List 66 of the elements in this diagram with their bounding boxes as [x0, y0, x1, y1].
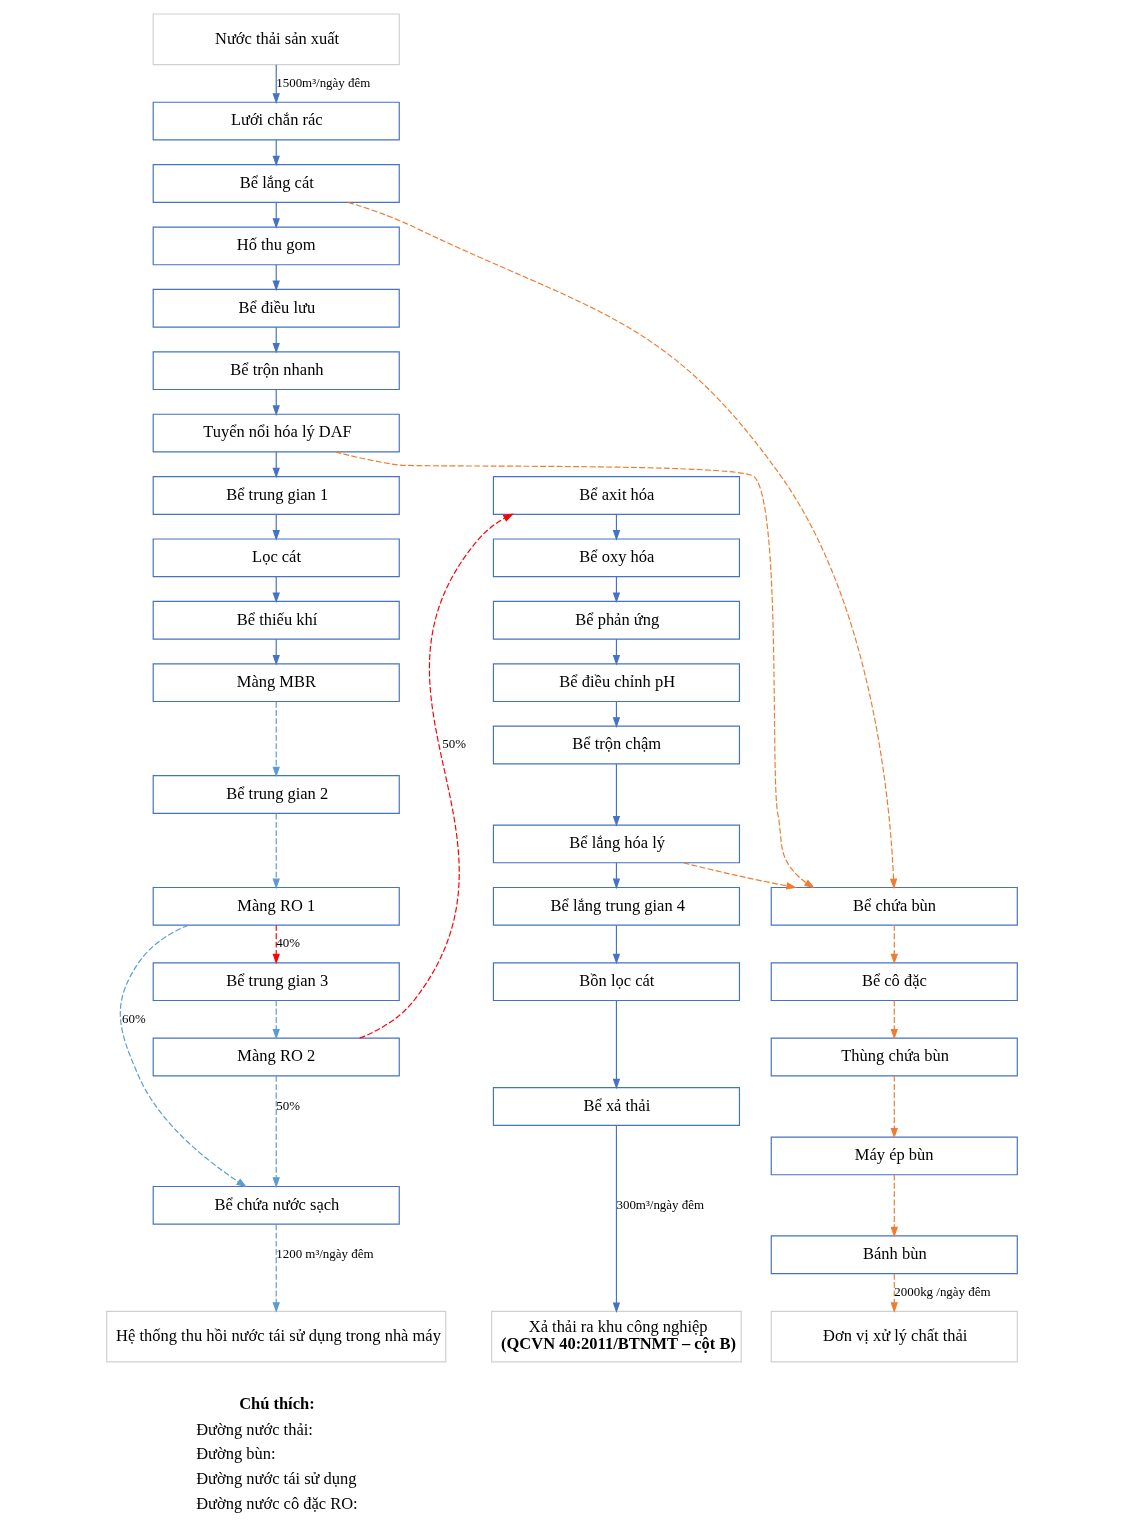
node-box: Màng RO 1 — [152, 886, 400, 926]
node-box: Hệ thống thu hồi nước tái sử dụng trong nhà máy — [106, 1310, 447, 1362]
node-box: Lọc cát — [152, 537, 400, 577]
node-box: Lưới chắn rác — [152, 101, 400, 141]
arrow — [272, 999, 280, 1040]
node-box: Tuyển nổi hóa lý DAF — [152, 413, 400, 452]
node-box: Bể xả thải — [492, 1086, 741, 1126]
node-box: Bể cô đặc — [770, 961, 1018, 1001]
node-box: Bể trung gian 1 — [152, 475, 400, 515]
label: Chú thích: — [239, 1393, 315, 1413]
arrow — [890, 999, 898, 1040]
node-box: Bể trộn nhanh — [152, 350, 400, 390]
edge-label: 60% — [122, 1010, 146, 1026]
arrow — [890, 1074, 898, 1139]
edge-label: 50% — [442, 735, 466, 751]
node-box: Bể thiếu khí — [152, 600, 400, 640]
node-box: Bể trộn chậm — [492, 725, 741, 764]
node-box: Thùng chứa bùn — [770, 1037, 1018, 1076]
legend-label: Đường nước thải: — [196, 1419, 313, 1439]
node-box: Bể điều chỉnh pH — [492, 662, 741, 702]
node-box: Xả thải ra khu công nghiệp (QCVN 40:2011/BTNMT – cột B) — [491, 1310, 742, 1362]
arrow — [612, 762, 621, 827]
node-box: Bể lắng hóa lý — [492, 824, 741, 863]
node-box: Bồn lọc cát — [492, 961, 741, 1001]
edge-label: 1200 m³/ngày đêm — [276, 1245, 374, 1261]
edge-label: 1500m³/ngày đêm — [276, 74, 371, 90]
edge-label: 2000kg /ngày đêm — [894, 1283, 991, 1299]
node-box: Hố thu gom — [152, 226, 400, 265]
node-box: Bể chứa bùn — [770, 886, 1018, 926]
node-box: Đơn vị xử lý chất thải — [770, 1310, 1018, 1362]
edge-label: 50% — [276, 1097, 300, 1113]
arrow — [334, 450, 815, 888]
arrow — [890, 1173, 898, 1237]
node-box: Bể điều lưu — [152, 288, 400, 328]
node-box: Máy ép bùn — [770, 1135, 1018, 1175]
arrow — [272, 1223, 280, 1313]
node-box: Bể axit hóa — [492, 475, 741, 515]
legend-label: Đường bùn: — [196, 1443, 276, 1463]
arrow — [612, 924, 621, 964]
node-box: Bể lắng cát — [152, 163, 400, 203]
node-box: Bể lắng trung gian 4 — [492, 886, 741, 926]
arrow — [272, 1075, 280, 1188]
node-box: Bể oxy hóa — [492, 537, 741, 577]
arrow — [119, 924, 247, 1187]
arrow — [272, 63, 280, 104]
arrow — [272, 700, 280, 777]
node-box: Nước thải sản xuất — [152, 12, 400, 65]
legend-label: Đường nước cô đặc RO: — [196, 1493, 358, 1513]
arrow — [359, 513, 514, 1039]
node-box: Bể trung gian 3 — [152, 961, 400, 1001]
arrow — [890, 924, 898, 964]
node-box: Bể chứa nước sạch — [152, 1185, 400, 1225]
node-box: Màng RO 2 — [152, 1037, 400, 1076]
edge-label: 300m³/ngày đêm — [616, 1196, 705, 1212]
arrow — [612, 999, 621, 1089]
node-box: Màng MBR — [152, 662, 400, 702]
node-box: Bể phản ứng — [492, 600, 741, 640]
node-box: Bể trung gian 2 — [152, 774, 400, 814]
legend-label: Đường nước tái sử dụng — [196, 1468, 357, 1488]
arrow — [683, 861, 797, 889]
arrow — [612, 1124, 621, 1313]
arrow — [890, 1272, 898, 1313]
edge-label: 40% — [276, 934, 300, 950]
arrow — [272, 924, 280, 964]
arrow — [272, 812, 280, 889]
node-box: Bánh bùn — [770, 1234, 1018, 1274]
